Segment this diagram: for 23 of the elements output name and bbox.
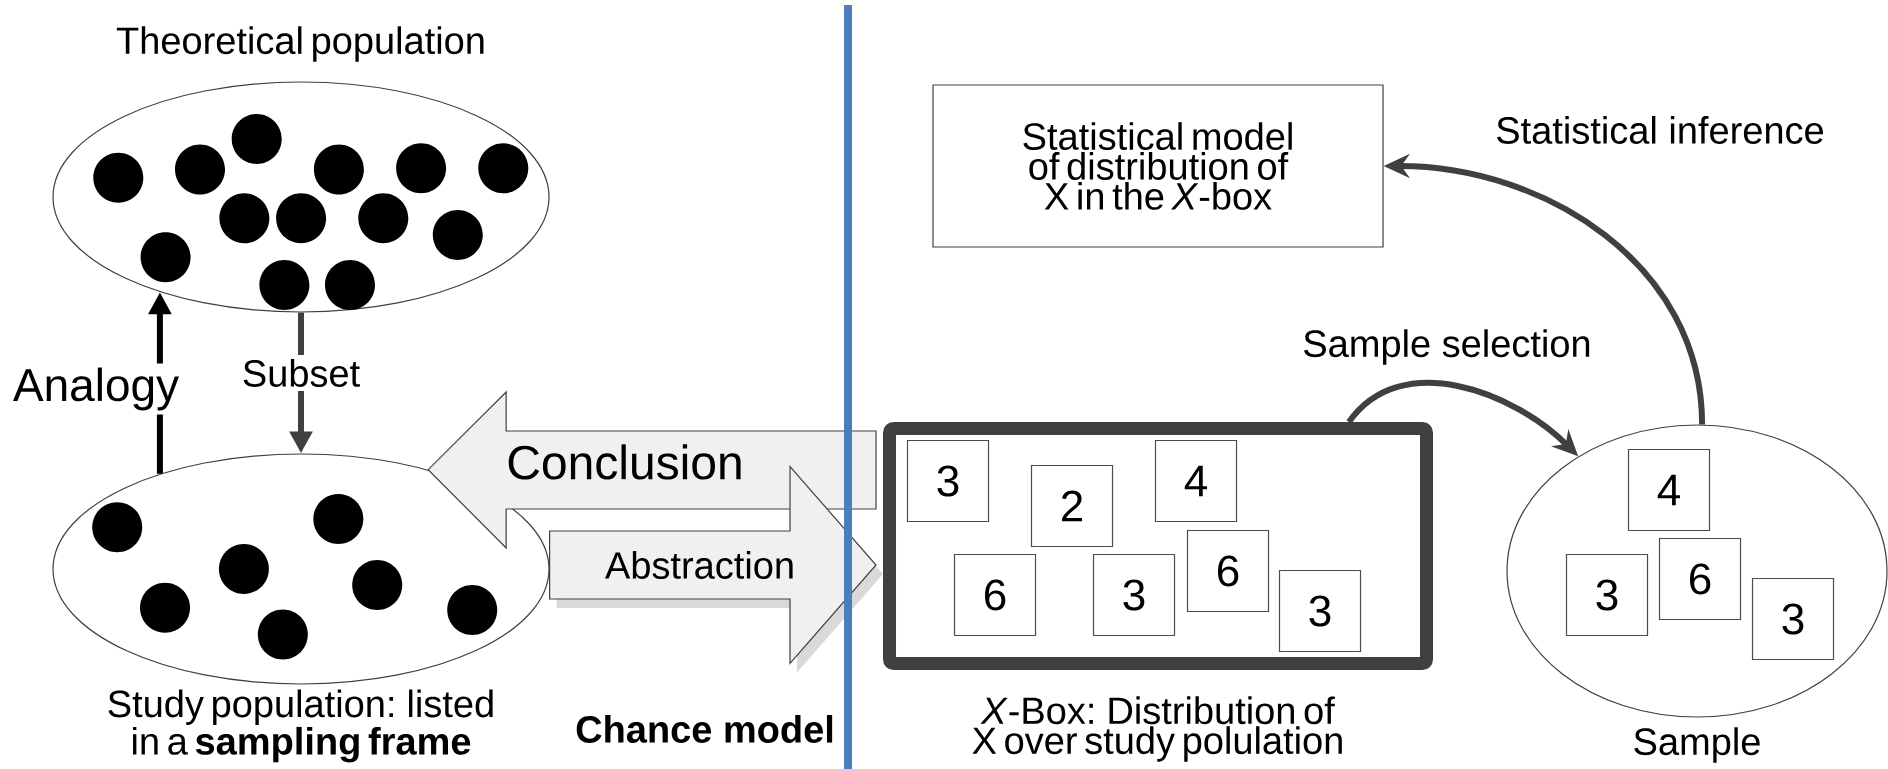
box-label: X-Box: Distribution of X over study polulation [972,696,1342,762]
number-card: 4 [1154,439,1238,523]
ellipse-label: Sample [1634,727,1760,763]
edge-label: Sample selection [1298,325,1596,369]
number-card: 3 [1092,553,1176,637]
number-card: 3 [1751,577,1835,661]
edge-label: Statistical inference [1491,112,1829,148]
number-card: 4 [1627,448,1711,532]
edge-label: Analogy [8,363,184,415]
edge-label: Abstraction [600,547,800,583]
ellipse-label: Study population: listed in a sampling frame [108,689,493,763]
number-card: 3 [1278,569,1362,653]
ellipse-label: Theoretical population [116,26,484,62]
number-card: 6 [1658,537,1742,621]
number-card: 3 [1565,553,1649,637]
number-card: 6 [1186,529,1270,613]
number-card: 2 [1030,464,1114,548]
model-box: Statistical model of distribution of X in the X-box [932,84,1384,248]
panel-label: Chance model [576,715,833,743]
edge-label: Subset [237,355,365,391]
edge-label: Conclusion [502,440,748,484]
number-card: 6 [953,553,1037,637]
number-card: 3 [906,439,990,523]
